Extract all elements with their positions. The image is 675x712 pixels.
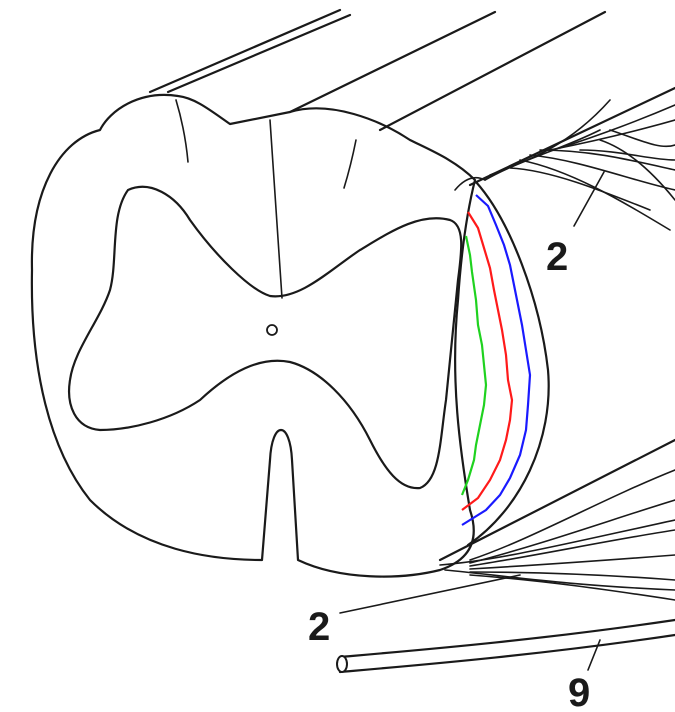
ventral-rootlets xyxy=(440,470,675,600)
label-9: 9 xyxy=(568,671,590,712)
tract-boundary-green xyxy=(462,236,486,495)
label-2-upper: 2 xyxy=(546,235,568,279)
tract-boundary-blue xyxy=(462,195,530,525)
label-2-lower: 2 xyxy=(308,605,330,649)
dorsal-rootlets xyxy=(485,100,675,230)
nerve-tube xyxy=(337,620,675,672)
cord-longitudinal-lines xyxy=(150,10,675,560)
dorsal-sulcus-right xyxy=(344,140,356,188)
label-9-pointer xyxy=(588,640,600,670)
gray-matter xyxy=(69,187,461,488)
white-matter-outline xyxy=(32,95,475,577)
dorsal-sulcus-left xyxy=(176,100,188,162)
posterior-median-sulcus xyxy=(270,120,282,298)
central-canal xyxy=(267,325,277,335)
label-2-lower-pointer xyxy=(340,575,520,613)
lateral-tracts xyxy=(462,195,530,525)
